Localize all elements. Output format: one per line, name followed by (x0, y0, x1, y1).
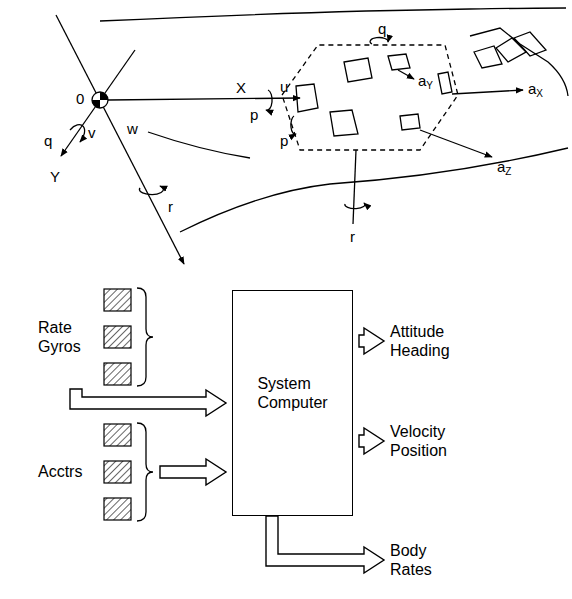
axis-label: q (44, 132, 52, 150)
output-node: Attitude Heading (390, 322, 450, 360)
sensor-box (104, 326, 131, 348)
y-axis (61, 50, 135, 156)
bracket (137, 288, 153, 386)
accelerometer (388, 54, 410, 70)
sensor-box (104, 498, 131, 520)
rotation-arrow (266, 90, 272, 110)
rate-gyro (330, 110, 358, 136)
bracket (137, 423, 153, 521)
computer-box: System Computer (232, 290, 353, 516)
cockpit-window (496, 38, 526, 62)
output-node: Velocity Position (390, 422, 447, 460)
axis-label: X (236, 79, 246, 97)
output-label: Attitude Heading (390, 322, 450, 360)
rotation-arrow (70, 125, 85, 142)
axis-label: v (88, 124, 96, 142)
origin-symbol (92, 92, 108, 108)
sensor-group: Acctrs (36, 420, 154, 524)
rotation-arrow (291, 116, 296, 134)
axis-label: p (280, 132, 288, 150)
block-arrow (359, 328, 384, 354)
block-arrow (359, 428, 384, 454)
axis-label: 0 (76, 90, 84, 108)
axis-label: r (168, 198, 173, 216)
sensor-box (104, 461, 131, 483)
rotation-arrow (345, 203, 365, 209)
r-axis (353, 150, 356, 224)
axis-label: w (127, 120, 138, 138)
axis-label: p (250, 106, 258, 124)
axis-label: aY (418, 72, 433, 90)
fuselage-bottom (180, 148, 568, 232)
sensor-box (104, 424, 131, 446)
cockpit-window (514, 32, 546, 56)
box-label: System Computer (257, 374, 327, 412)
rate-gyro (344, 58, 372, 82)
group-label: Rate Gyros (38, 318, 81, 356)
wing-edge (148, 132, 250, 158)
block-arrow (70, 389, 226, 416)
axis-label: Y (50, 168, 60, 186)
cockpit-window (474, 46, 502, 68)
output-label: Velocity Position (390, 422, 447, 460)
sensor-symbols (36, 285, 154, 389)
accelerometer (400, 114, 420, 130)
sensor-group: Rate Gyros (36, 285, 154, 389)
nose-line (470, 28, 568, 96)
rotation-arrow (139, 186, 163, 195)
group-label: Acctrs (38, 462, 82, 481)
az-axis (420, 130, 492, 157)
block-arrow (160, 459, 226, 485)
axis-label: aX (528, 80, 543, 98)
block-arrow (266, 516, 384, 573)
accelerometer (438, 72, 452, 94)
axis-label: r (350, 228, 355, 246)
rotation-arrow (370, 38, 388, 44)
output-node: Body Rates (390, 541, 432, 579)
x-axis (108, 98, 300, 100)
axis-label: u (280, 78, 288, 96)
ax-axis (452, 90, 523, 94)
output-label: Body Rates (390, 541, 432, 579)
z-axis (56, 15, 184, 264)
sensor-box (104, 363, 131, 385)
ay-axis (398, 70, 414, 79)
axis-label: q (378, 20, 386, 38)
fuselage-top (100, 8, 566, 21)
sensor-box (104, 289, 131, 311)
axis-label: aZ (497, 158, 511, 176)
